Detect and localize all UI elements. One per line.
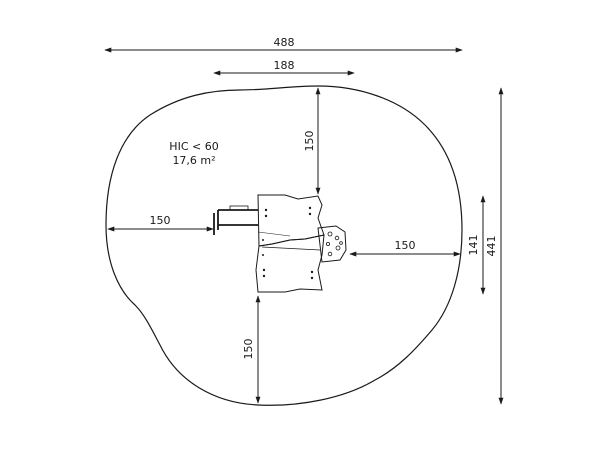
dimension-structure-width: 188	[213, 59, 355, 76]
hic-label: HIC < 60	[169, 140, 218, 153]
dim-left-150-label: 150	[150, 214, 171, 227]
platform-upper	[257, 194, 325, 247]
dim-188-label: 188	[274, 59, 295, 72]
dimension-overall-depth: 441	[485, 87, 504, 405]
dimension-left-clearance: 150	[107, 214, 214, 232]
area-label: 17,6 m²	[172, 154, 215, 167]
platform-divider	[261, 246, 321, 251]
dimension-bottom-clearance: 150	[242, 295, 261, 404]
dimension-overall-width: 488	[104, 36, 463, 53]
platform-divider-2	[257, 231, 291, 237]
dim-441-label: 441	[485, 236, 498, 257]
safety-zone-outline	[105, 85, 463, 406]
dim-488-label: 488	[274, 36, 295, 49]
dimension-right-clearance: 150	[349, 239, 461, 257]
left-arm	[213, 209, 258, 235]
dim-bottom-150-label: 150	[242, 339, 255, 360]
platform-lower	[255, 234, 325, 293]
dim-right-150-label: 150	[395, 239, 416, 252]
dim-141-label: 141	[467, 235, 480, 256]
dim-top-150-label: 150	[303, 131, 316, 152]
dimension-top-clearance: 150	[303, 87, 321, 195]
play-structure	[213, 194, 347, 293]
dimension-structure-depth: 141	[467, 195, 486, 295]
climbing-wall	[317, 225, 347, 263]
